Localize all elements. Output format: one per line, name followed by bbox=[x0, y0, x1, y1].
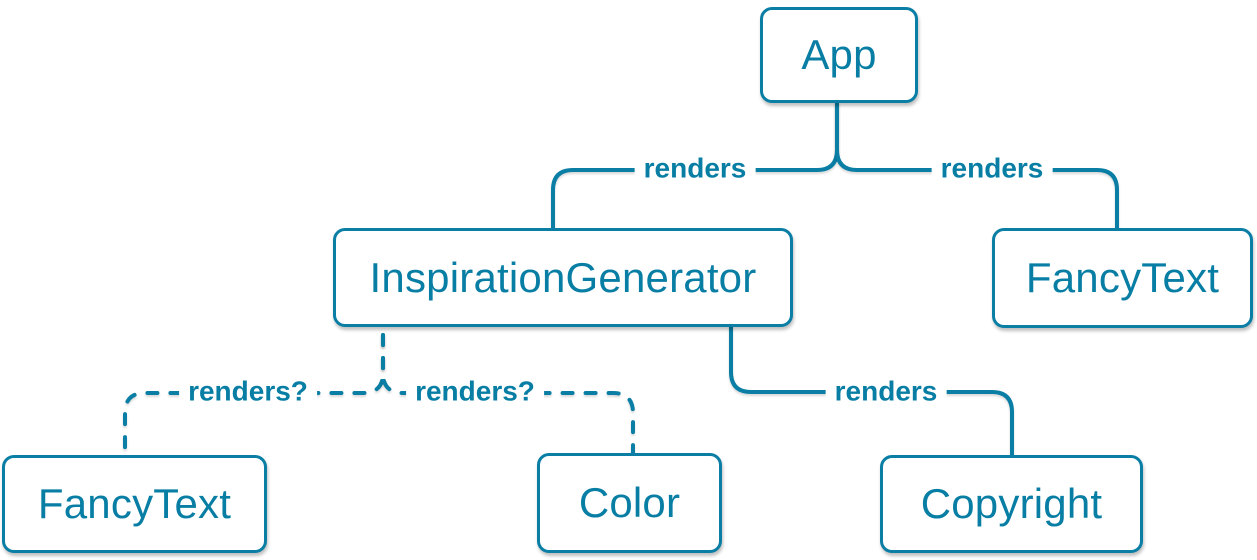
edge-label-renders-app-inspiration-generator: renders bbox=[634, 153, 756, 185]
node-color: Color bbox=[537, 453, 722, 553]
node-inspiration-generator: InspirationGenerator bbox=[333, 228, 793, 327]
edge-label-renders-copyright: renders bbox=[825, 376, 947, 408]
node-app: App bbox=[760, 7, 918, 103]
node-copyright: Copyright bbox=[880, 455, 1143, 553]
edge-label-renders-optional-color: renders? bbox=[406, 376, 544, 408]
edge-inspiration-generator-color bbox=[381, 333, 635, 455]
node-fancy-text-bottom: FancyText bbox=[2, 455, 267, 553]
edge-label-renders-app-fancy-text: renders bbox=[931, 153, 1053, 185]
edge-inspiration-generator-fancy-text bbox=[123, 333, 385, 457]
edge-label-renders-optional-fancy-text: renders? bbox=[179, 376, 317, 408]
node-fancy-text-top: FancyText bbox=[992, 228, 1253, 328]
